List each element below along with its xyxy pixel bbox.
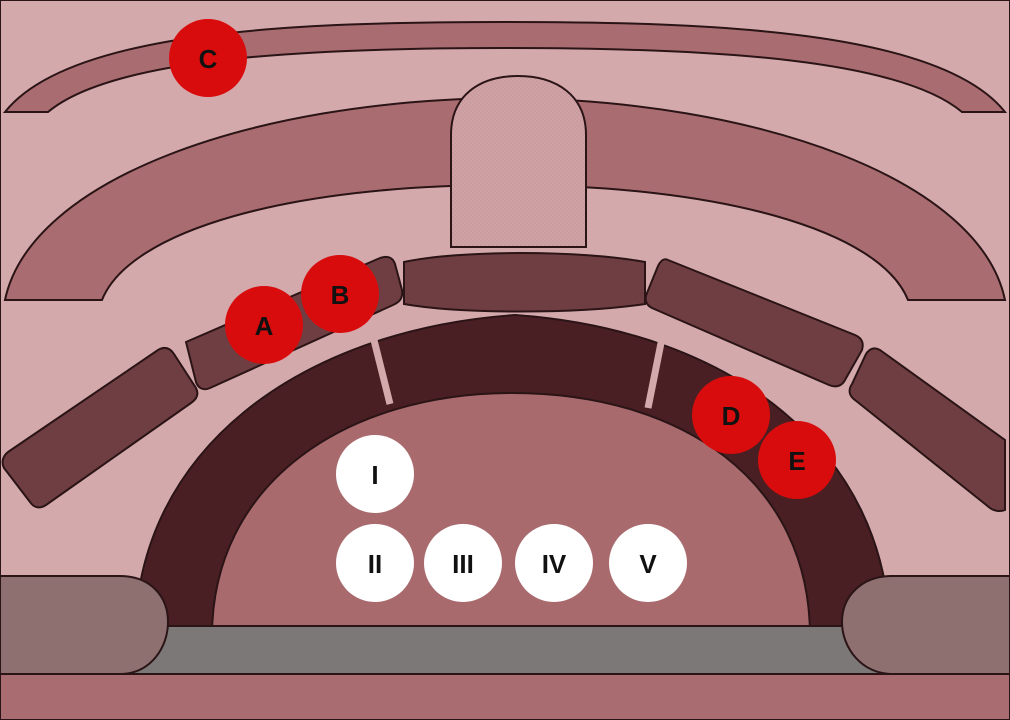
upper-block-center <box>403 252 646 313</box>
marker-iv: IV <box>515 524 593 602</box>
marker-i-label: I <box>371 460 378 490</box>
marker-v: V <box>609 524 687 602</box>
marker-ii-label: II <box>368 549 382 579</box>
middle-arc-band <box>3 96 1007 301</box>
marker-iv-circle <box>515 524 593 602</box>
side-lobe-right <box>840 575 1010 675</box>
marker-iv-label: IV <box>542 549 567 579</box>
arch-gap-right <box>644 337 666 409</box>
marker-ii-circle <box>336 524 414 602</box>
marker-b: B <box>301 255 379 333</box>
base-bar <box>0 625 1010 675</box>
marker-i-circle <box>336 435 414 513</box>
marker-e: E <box>758 421 836 499</box>
outer-block-left <box>1 346 199 509</box>
marker-b-label: B <box>331 280 350 310</box>
marker-v-label: V <box>639 549 657 579</box>
marker-e-label: E <box>788 446 805 476</box>
upper-block-right <box>644 258 864 388</box>
marker-iii-circle <box>424 524 502 602</box>
marker-v-circle <box>609 524 687 602</box>
marker-ii: II <box>336 524 414 602</box>
marker-c-label: C <box>199 44 218 74</box>
marker-e-circle <box>758 421 836 499</box>
marker-iii: III <box>424 524 502 602</box>
marker-b-circle <box>301 255 379 333</box>
marker-a-label: A <box>255 311 274 341</box>
top-arc-band <box>2 20 1008 113</box>
marker-a: A <box>225 286 303 364</box>
marker-i: I <box>336 435 414 513</box>
marker-d-label: D <box>722 401 741 431</box>
base-floor <box>0 673 1010 720</box>
marker-a-circle <box>225 286 303 364</box>
marker-d-circle <box>692 376 770 454</box>
marker-c-circle <box>169 19 247 97</box>
arch-gap-left <box>368 331 394 405</box>
marker-iii-label: III <box>452 549 474 579</box>
central-dome <box>450 74 587 248</box>
marker-d: D <box>692 376 770 454</box>
outer-block-right <box>848 347 1006 513</box>
marker-c: C <box>169 19 247 97</box>
side-lobe-left <box>0 575 170 675</box>
